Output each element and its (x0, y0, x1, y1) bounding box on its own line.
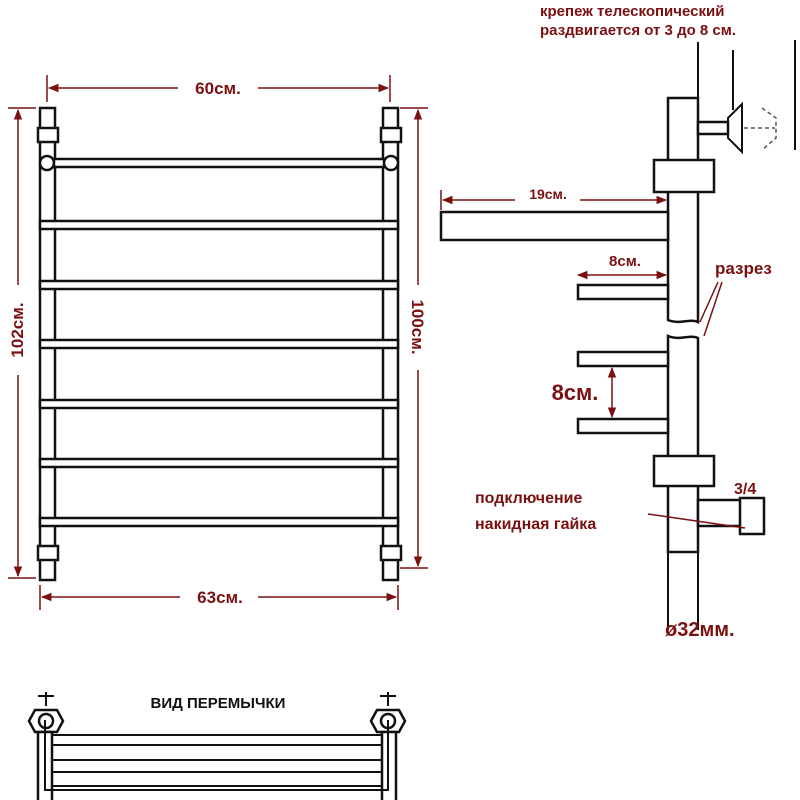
right-top-fitting (379, 126, 403, 144)
side-view: крепеж телескопический раздвигается от 3… (439, 3, 796, 641)
connection-size-label: 3/4 (734, 481, 756, 498)
right-top-joint (382, 154, 400, 172)
height-left-label: 102см. (8, 302, 27, 357)
cut-leader (703, 281, 723, 337)
rung (38, 279, 400, 291)
width-bottom-label: 63см. (197, 588, 243, 607)
mount-extension-cone (761, 107, 777, 151)
bar-spacing-label: 8см. (552, 380, 599, 405)
side-rung (576, 350, 670, 368)
jumper-loop (44, 720, 389, 791)
jumper-view-title: ВИД ПЕРЕМЫЧКИ (151, 695, 286, 712)
union-nut (738, 496, 766, 536)
bar-depth-label: 8см. (609, 253, 641, 270)
cut-leader (699, 281, 719, 323)
pipe-diameter-label: ø32мм. (665, 619, 735, 641)
lower-bracket (652, 454, 716, 488)
upper-post (666, 96, 700, 325)
top-bar (52, 157, 386, 169)
mount-note-line1: крепеж телескопический (540, 3, 724, 20)
height-right-label: 100см. (408, 299, 427, 354)
cut-label: разрез (715, 259, 772, 278)
width-top-label: 60см. (195, 79, 241, 98)
rung (38, 398, 400, 410)
front-view: 60см. 63см. 102см. 100см. (8, 75, 428, 610)
connection-line2: накидная гайка (475, 516, 596, 533)
top-shelf-bar (439, 210, 670, 242)
connection-leader (647, 513, 746, 529)
jumper-view: ВИД ПЕРЕМЫЧКИ (27, 692, 407, 800)
rung (38, 338, 400, 350)
rung (38, 457, 400, 469)
upper-bracket (652, 158, 716, 194)
left-bottom-fitting (36, 544, 60, 562)
top-shelf-depth-label: 19см. (529, 186, 567, 202)
side-rung (576, 417, 670, 435)
mount-cone (727, 101, 743, 155)
connection-line1: подключение (475, 490, 582, 507)
rung (38, 516, 400, 528)
side-rung (576, 283, 670, 301)
rung (38, 219, 400, 231)
mount-note-line2: раздвигается от 3 до 8 см. (540, 22, 736, 39)
right-bottom-fitting (379, 544, 403, 562)
left-top-joint (38, 154, 56, 172)
left-top-fitting (36, 126, 60, 144)
rungs (38, 219, 400, 528)
mount-rod (696, 120, 730, 136)
